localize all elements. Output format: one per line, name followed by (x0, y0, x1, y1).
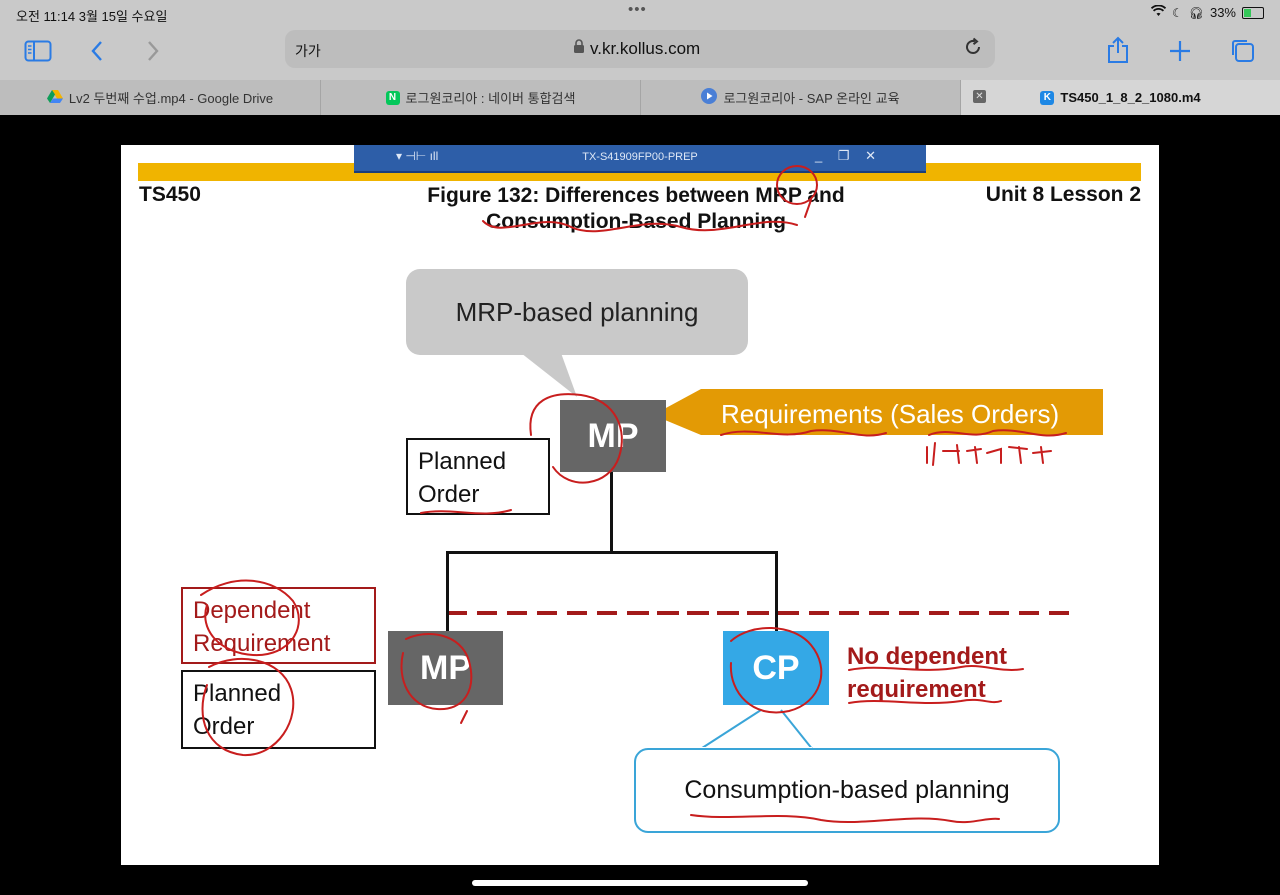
tab-label: TS450_1_8_2_1080.m4 (1060, 90, 1201, 105)
window-controls[interactable]: _ ❐ ✕ (814, 148, 882, 163)
pin-icon[interactable]: ▾ ⊣⊢ ıll (396, 149, 439, 163)
dependent-requirement-box: Dependent Requirement (181, 587, 376, 664)
headphones-icon: 🎧︎ (1188, 5, 1204, 20)
tab-label: 로그원코리아 : 네이버 통합검색 (405, 91, 576, 106)
requirements-label: Requirements (Sales Orders) (721, 399, 1060, 429)
mp-box-bottom: MP (388, 631, 503, 705)
mrp-bubble: MRP-based planning (406, 269, 748, 355)
tab-kollus[interactable]: ✕ K TS450_1_8_2_1080.m4 (961, 80, 1280, 115)
connector-right (775, 551, 778, 633)
remote-title: TX-S41909FP00-PREP (582, 151, 698, 163)
planned-order-bottom-line2: Order (193, 713, 255, 740)
no-dependent-requirement: No dependent requirement (847, 640, 1007, 706)
tab-label: Lv2 두번째 수업.mp4 - Google Drive (68, 91, 274, 106)
multitask-dots[interactable]: ••• (628, 1, 647, 18)
address-bar[interactable]: 가가 v.kr.kollus.com (285, 30, 995, 68)
wifi-icon (1150, 4, 1167, 20)
planned-order-top-line1: Planned (418, 448, 507, 475)
status-right: ☾ 🎧︎ 33% (1150, 4, 1264, 20)
video-frame[interactable]: ▾ ⊣⊢ ıll TX-S41909FP00-PREP _ ❐ ✕ TS450 … (121, 145, 1159, 865)
tab-naver[interactable]: N 로그원코리아 : 네이버 통합검색 (321, 80, 641, 115)
moon-icon: ☾ (1171, 5, 1183, 20)
new-tab-icon[interactable] (1168, 39, 1192, 67)
tab-bar: Lv2 두번째 수업.mp4 - Google Drive N 로그원코리아 :… (0, 80, 1280, 115)
planned-order-top: Planned Order (406, 438, 550, 515)
remote-session-bar: ▾ ⊣⊢ ıll TX-S41909FP00-PREP _ ❐ ✕ (354, 145, 926, 173)
tab-label: 로그원코리아 - SAP 온라인 교육 (723, 91, 900, 106)
battery-icon (1242, 6, 1264, 19)
back-icon[interactable] (90, 40, 104, 66)
dependent-line2: Requirement (193, 630, 331, 657)
share-icon[interactable] (1106, 36, 1130, 68)
status-bar: 오전 11:14 3월 15일 수요일 ••• ☾ 🎧︎ 33% (0, 0, 1280, 26)
home-indicator[interactable] (472, 880, 808, 886)
lock-icon (573, 39, 585, 57)
tabs-overview-icon[interactable] (1230, 38, 1256, 68)
planned-order-bottom: Planned Order (181, 670, 376, 749)
title-line-1: Figure 132: Differences between MRP and (427, 184, 845, 207)
connector-vertical (610, 471, 613, 553)
kollus-icon: K (1040, 90, 1055, 105)
course-code: TS450 (139, 183, 201, 206)
status-time: 오전 11:14 3월 15일 수요일 (16, 9, 168, 24)
mp-box-top: MP (560, 400, 666, 472)
forward-icon[interactable] (146, 40, 160, 66)
planned-order-bottom-line1: Planned (193, 680, 282, 707)
no-dep-line2: requirement (847, 676, 986, 703)
no-dep-line1: No dependent (847, 643, 1007, 670)
reader-settings-button[interactable]: 가가 (295, 43, 321, 59)
battery-percent: 33% (1209, 5, 1236, 20)
close-tab-icon[interactable]: ✕ (973, 90, 986, 103)
google-drive-icon (46, 89, 63, 106)
naver-icon: N (385, 90, 400, 105)
reload-icon[interactable] (963, 37, 983, 63)
consumption-bubble: Consumption-based planning (634, 748, 1060, 833)
url-text[interactable]: v.kr.kollus.com (590, 39, 701, 58)
unit-lesson: Unit 8 Lesson 2 (985, 183, 1141, 206)
tab-google-drive[interactable]: Lv2 두번째 수업.mp4 - Google Drive (0, 80, 321, 115)
play-icon (701, 88, 718, 107)
cp-box: CP (723, 631, 829, 705)
connector-left (446, 551, 449, 633)
planned-order-top-line2: Order (418, 481, 480, 508)
browser-toolbar: 가가 v.kr.kollus.com (0, 26, 1280, 80)
diagram-shapes (447, 353, 1103, 751)
connector-horizontal (446, 551, 778, 554)
sidebar-icon[interactable] (24, 40, 52, 66)
dependent-line1: Dependent (193, 597, 311, 624)
tab-sap[interactable]: 로그원코리아 - SAP 온라인 교육 (641, 80, 961, 115)
